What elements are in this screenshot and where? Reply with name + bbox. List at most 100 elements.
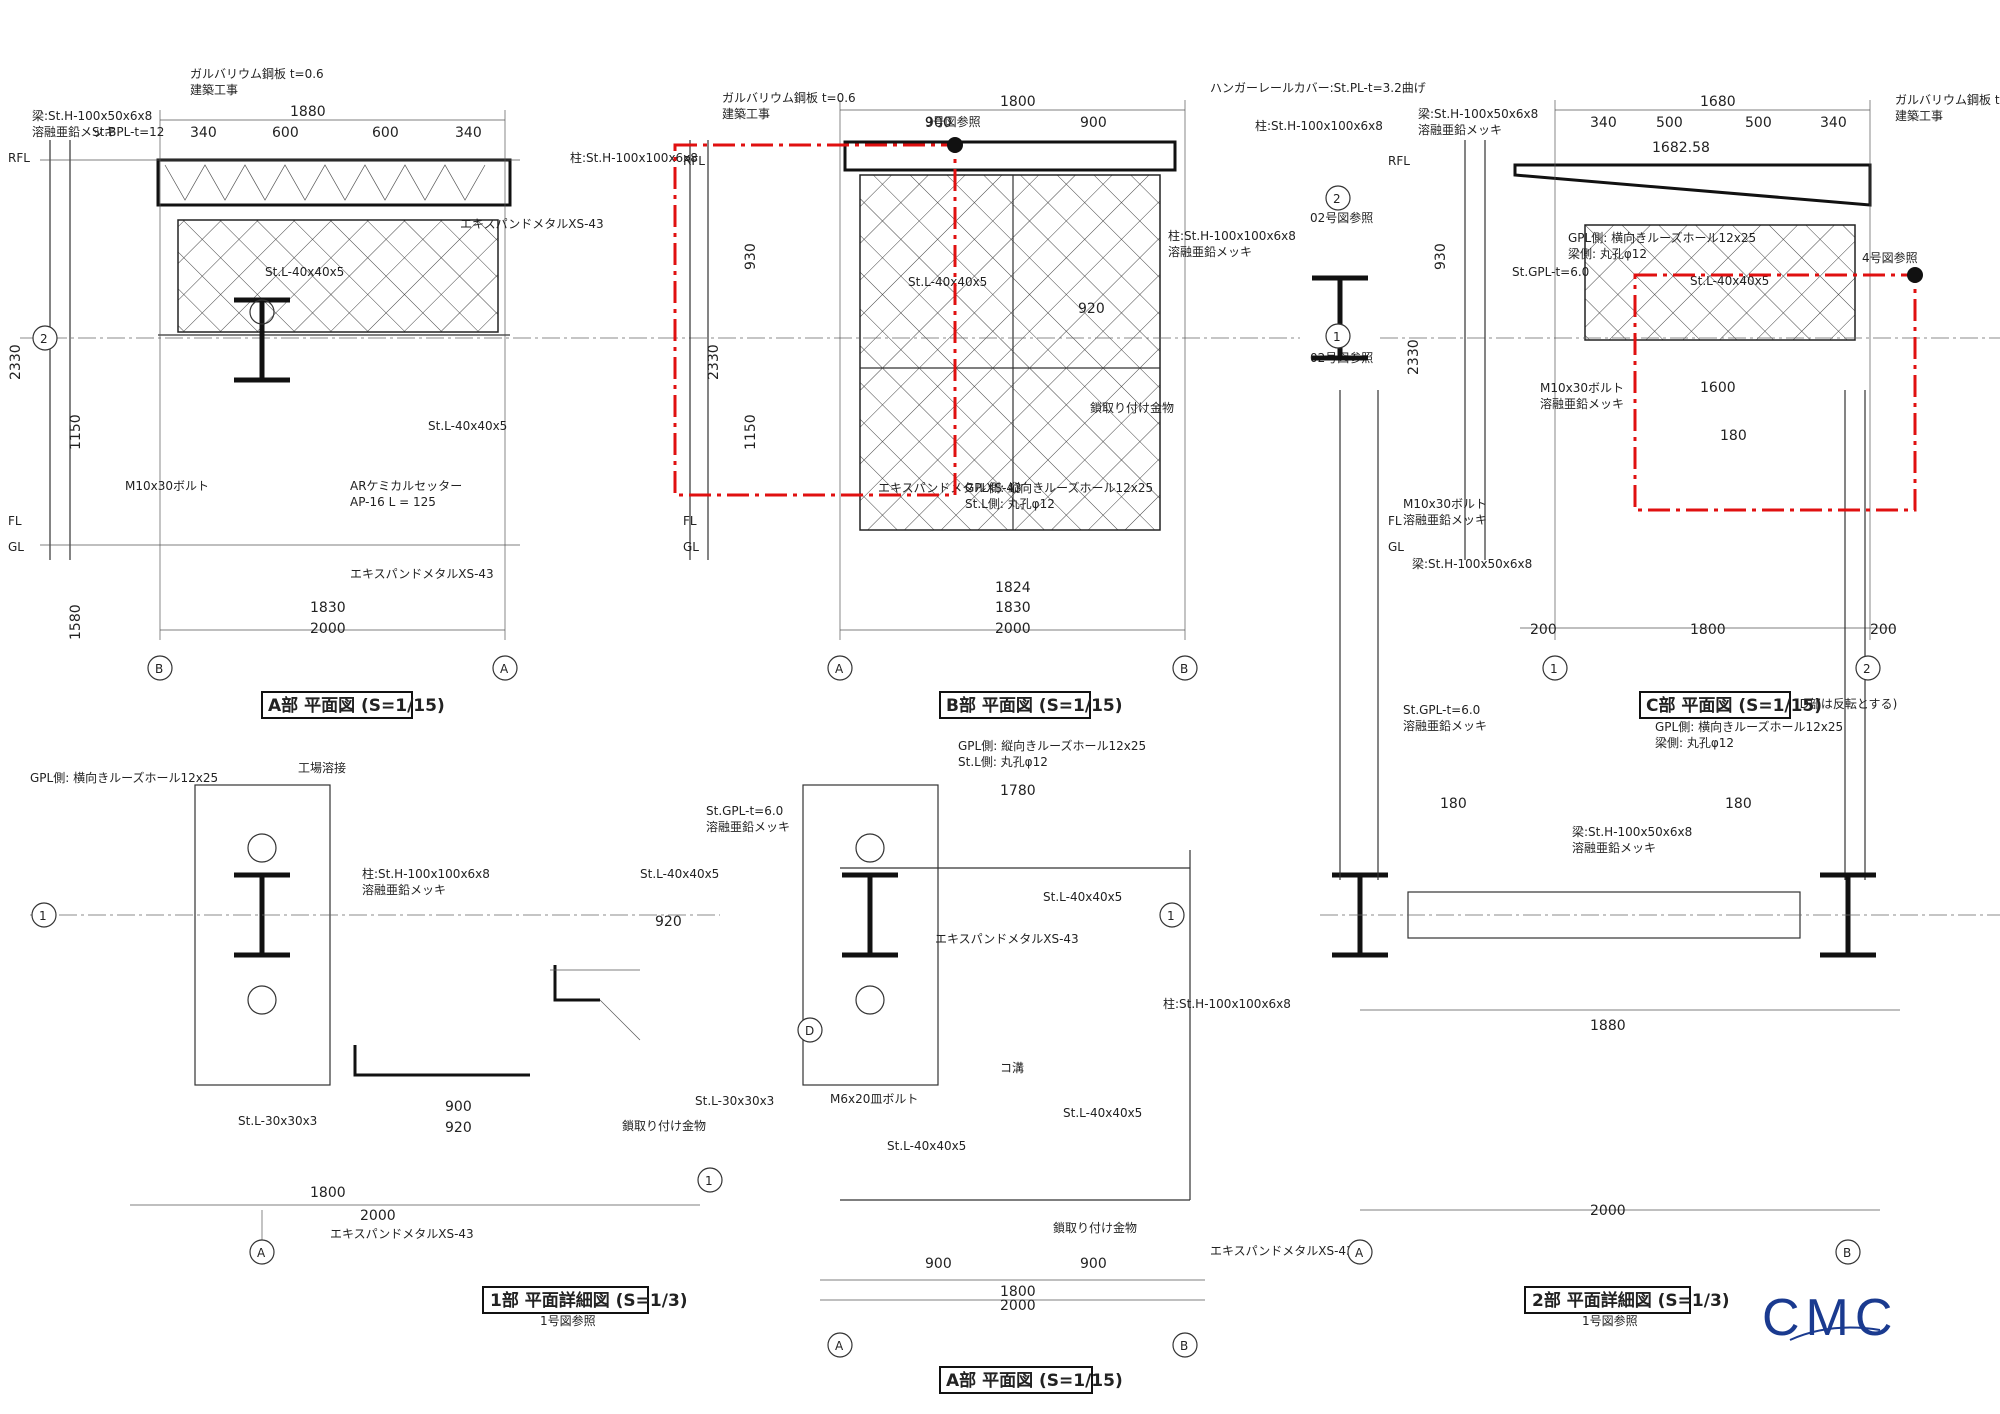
axis-d1-one: 1 [31,902,57,928]
level-c-fl: FL [1388,514,1402,528]
title-d2-box [1524,1286,1691,1314]
title-d2: 2部 平面詳細図 (S=1/3) [1532,1290,1730,1311]
label-b-construction: 建築工事 [722,106,770,121]
highlight-b-dot [947,137,963,153]
svg-text:B: B [1843,1246,1851,1260]
label-b-angle: St.L-40x40x5 [908,275,987,289]
dim-a-1580: 1580 [68,604,84,640]
label-mid-hotdip2: 溶融亜鉛メッキ [1403,718,1487,733]
level-b-fl: FL [683,514,697,528]
level-b-rfl: RFL [683,154,705,168]
dim-a-1880: 1880 [290,104,326,120]
label-b-ref9: 9号図参照 [925,114,981,129]
detail-1: 2000 1800 920 900 920 GPL側: 横向きルーズホール12x… [30,760,774,1328]
label-a-xs43b: エキスパンドメタルXS-43 [350,567,494,581]
title-d1-ref: 1号図参照 [540,1313,596,1328]
label-b-col: 柱:St.H-100x100x6x8 [1255,118,1383,133]
label-c-angle: St.L-40x40x5 [1690,274,1769,288]
dim-b-920: 920 [1078,301,1105,317]
axis-a-b: B [147,655,173,681]
label-a-galvalume: ガルバリウム鋼板 t=0.6 [190,67,324,81]
label-mid-beam: 梁:St.H-100x50x6x8 [1412,556,1532,571]
panel-b-mesh [859,174,1161,531]
axis-b-a: A [827,655,853,681]
highlight-c-dot [1907,267,1923,283]
label-d1-angle30b: St.L-30x30x3 [695,1094,774,1108]
label-d1-xs43: エキスパンドメタルXS-43 [330,1227,474,1241]
label-a2-angle2: St.L-40x40x5 [1063,1106,1142,1120]
svg-text:B: B [155,662,163,676]
label-a-ap16: AP-16 L = 125 [350,495,436,509]
label-d1-fitting: 鎖取り付け金物 [622,1118,706,1133]
label-d1-col: 柱:St.H-100x100x6x8 [362,866,490,881]
label-a-construction: 建築工事 [190,82,238,97]
dim-c-200: 200 [1530,622,1557,638]
axis-mid-one: 1 [1325,323,1351,349]
title-d2-ref: 1号図参照 [1582,1313,1638,1328]
dim-a-600: 600 [272,125,299,141]
panel-c-roof [1513,163,1872,207]
dim-b-1830: 1830 [995,600,1031,616]
dim-c-180: 180 [1720,428,1747,444]
label-a2-stl: St.L側: 丸孔φ12 [958,755,1048,769]
highlight-c-region [1633,273,1917,512]
dim-a-340: 340 [190,125,217,141]
label-a-angle: St.L-40x40x5 [265,265,344,279]
dim-b-2330: 2330 [706,344,722,380]
level-b-gl: GL [683,540,699,554]
label-b-galvalume: ガルバリウム鋼板 t=0.6 [722,91,856,105]
label-a-bpl: St.BPL-t=12 [92,125,164,139]
label-a2-angle: St.L-40x40x5 [1043,890,1122,904]
dim-d2-2000: 2000 [1590,1203,1626,1219]
panel-a-roof [156,158,512,207]
dim-c-1680: 1680 [1700,94,1736,110]
svg-text:A: A [835,1339,844,1353]
dim-b-1150: 1150 [743,414,759,450]
label-c-construction: 建築工事 [1895,108,1943,123]
dim-c-340: 340 [1590,115,1617,131]
label-mid-gpl: St.GPL-t=6.0 [1403,703,1480,717]
axis-d1-one-b: 1 [697,1167,723,1193]
title-b: B部 平面図 (S=1/15) [946,695,1123,716]
label-a2-stgpl: St.GPL-t=6.0 [706,804,783,818]
label-b-xs43: エキスパンドメタルXS-43 [878,481,1022,495]
label-a-bolt: M10x30ボルト [125,479,209,493]
label-a2-col: 柱:St.H-100x100x6x8 [1163,996,1291,1011]
label-b-col2: 柱:St.H-100x100x6x8 [1168,228,1296,243]
panel-c-mesh [1584,224,1856,341]
dim-c-930: 930 [1433,243,1449,270]
label-b-hanger: ハンガーレールカバー:St.PL-t=3.2曲げ [1210,81,1426,95]
label-d2-gpl: GPL側: 横向きルーズホール12x25 [1655,719,1843,734]
title-d1-box [482,1286,649,1314]
dim-a-600b: 600 [372,125,399,141]
label-d1-angle: St.L-40x40x5 [640,867,719,881]
dim-b-930: 930 [743,243,759,270]
dim-d2-180b: 180 [1725,796,1752,812]
label-a-xs43: エキスパンドメタルXS-43 [460,217,604,231]
label-b-gplv: GPL側: 縦向きルーズホール12x25 [965,480,1153,495]
dim-a2-900: 900 [925,1256,952,1272]
dim-c-500: 500 [1656,115,1683,131]
dim-c-1800: 1800 [1690,622,1726,638]
dim-a2-1780: 1780 [1000,783,1036,799]
dim-a2-2000: 2000 [1000,1298,1036,1314]
label-a2-fitting: 鎖取り付け金物 [1053,1220,1137,1235]
panel-a-plan-2: 1800 2000 900 900 1780 GPL側: 縦向きルーズホール12… [706,738,1354,1394]
label-c-gpl: GPL側: 横向きルーズホール12x25 [1568,230,1756,245]
axis-d2-a: A [1347,1239,1373,1265]
label-a-archem: ARケミカルセッター [350,479,462,493]
dim-a-340b: 340 [455,125,482,141]
dim-d1-920b: 920 [655,914,682,930]
highlight-b-region [673,143,957,497]
label-a2-xs43: エキスパンドメタルXS-43 [935,932,1079,946]
dim-c-1600: 1600 [1700,380,1736,396]
svg-text:2: 2 [40,332,48,346]
svg-text:A: A [1355,1246,1364,1260]
dim-a2-900b: 900 [1080,1256,1107,1272]
svg-text:A: A [500,662,509,676]
axis-a-a: A [492,655,518,681]
axis-mid-two: 2 [1325,185,1351,211]
axis-c-two: 2 [1855,655,1881,681]
panel-a-plan: 1880 340 600 600 340 1830 2000 2330 1150… [8,67,698,719]
label-a2-hotdip: 溶融亜鉛メッキ [706,819,790,834]
